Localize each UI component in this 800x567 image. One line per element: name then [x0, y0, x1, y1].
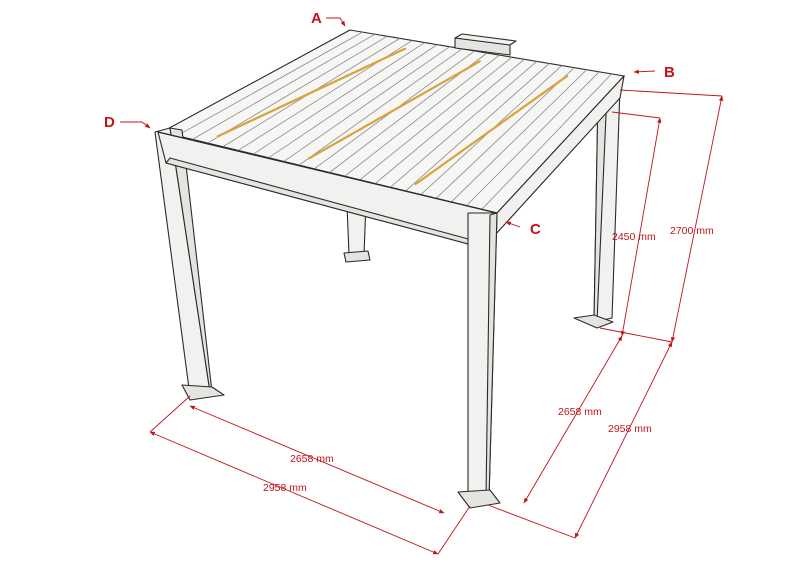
roof-slat [374, 58, 525, 184]
dimension-labels: 2658 mm 2958 mm 2658 mm 2958 mm 2450 mm … [263, 225, 714, 494]
front-inner-dimension-label: 2658 mm [290, 453, 334, 465]
roof-slat [451, 69, 587, 203]
roof-slat [344, 54, 500, 177]
roof-accent-slat [414, 74, 569, 186]
front-outer-dimension-line [149, 431, 439, 555]
clear-height-dimension-line [620, 117, 662, 337]
roof-slat [481, 73, 612, 210]
corner-label-b: B [664, 64, 675, 81]
leader-b [633, 69, 656, 74]
front-outer-dimension-label: 2958 mm [263, 482, 307, 494]
roof-slat [283, 46, 450, 162]
side-inner-dimension-label: 2658 mm [558, 406, 602, 418]
roof-panel [160, 29, 626, 214]
side-outer-dimension-line [574, 341, 673, 539]
roof-slat [207, 35, 388, 144]
clear-height-dimension-label: 2450 mm [612, 231, 656, 243]
roof-accent-slats [216, 47, 569, 186]
roof-slat [466, 71, 600, 206]
total-height-dimension-line [670, 95, 724, 343]
leader-c [505, 221, 521, 228]
corner-label-c: C [530, 221, 541, 238]
leader-d [120, 121, 151, 129]
roof-slat [390, 61, 538, 188]
roof-accent-slat [216, 47, 407, 138]
roof-slat [435, 67, 575, 199]
corner-label-d: D [104, 114, 115, 131]
corner-label-a: A [311, 10, 322, 27]
roof-accent-slat [307, 59, 482, 160]
roof-slat [359, 56, 513, 181]
side-inner-dimension-line [523, 335, 623, 504]
total-height-dimension-label: 2700 mm [670, 225, 714, 237]
corner-labels: A B C D [104, 10, 675, 238]
roof-slat [298, 48, 463, 166]
side-outer-dimension-label: 2958 mm [608, 423, 652, 435]
roof-slat [177, 31, 363, 137]
front-right-post [457, 212, 501, 509]
dimension-lines [149, 89, 724, 555]
louvered-roof [160, 29, 626, 214]
roof-slat [192, 33, 376, 140]
back-right-post [573, 87, 621, 329]
front-left-post [154, 127, 225, 401]
roof-slat [253, 42, 425, 155]
leader-a [326, 17, 346, 27]
roof-slat [405, 63, 550, 192]
roof-slat [268, 44, 438, 159]
corner-leaders [120, 17, 656, 228]
